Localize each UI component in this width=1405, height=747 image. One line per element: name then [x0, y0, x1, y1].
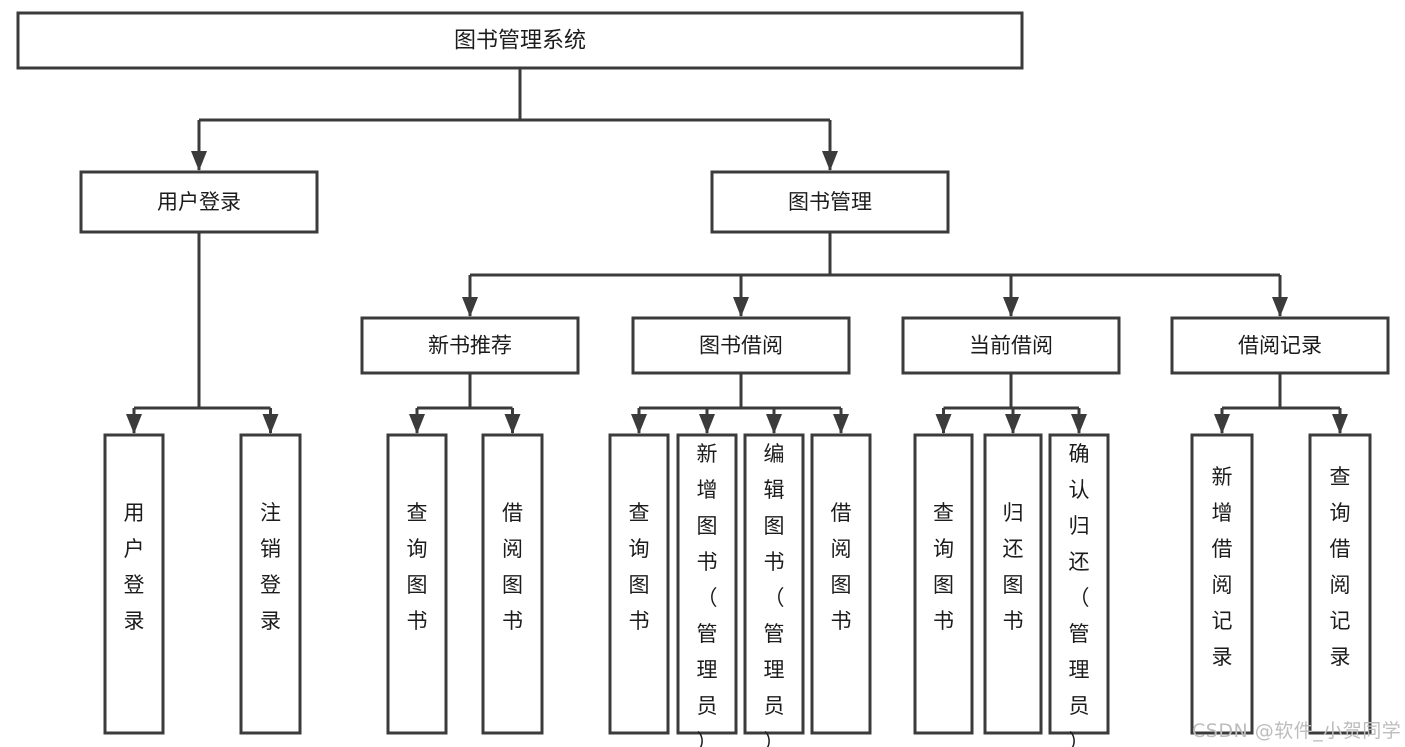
level2-node-2[interactable]: 图书管理 [710, 170, 950, 234]
leaf-node[interactable]: 编辑图书（管理员） [743, 433, 805, 747]
level3-node-2[interactable]: 图书借阅 [631, 316, 851, 375]
leaf-label: 用户登录 [124, 501, 145, 633]
leaf-label: 新增图书（管理员） [697, 442, 718, 747]
arrow-head [766, 414, 782, 434]
leaf-node[interactable]: 确认归还（管理员） [1048, 433, 1110, 747]
arrow-head [935, 414, 952, 434]
leaf-label: 编辑图书（管理员） [764, 442, 785, 747]
node-label: 图书借阅 [699, 334, 783, 358]
node-label: 新书推荐 [428, 334, 512, 358]
arrow-head [822, 151, 838, 171]
leaf-node[interactable]: 借阅图书 [481, 433, 544, 735]
leaf-label: 新增借阅记录 [1212, 465, 1233, 669]
leaf-label: 查询图书 [407, 501, 428, 633]
leaf-node[interactable]: 查询图书 [608, 433, 670, 735]
leaf-node[interactable]: 查询图书 [913, 433, 974, 735]
leaf-node[interactable]: 借阅图书 [810, 433, 872, 735]
leaf-label: 归还图书 [1003, 501, 1024, 633]
leaf-label: 查询图书 [933, 501, 954, 633]
root-node-book-management-system[interactable]: 图书管理系统 [16, 11, 1024, 70]
node-label: 借阅记录 [1238, 334, 1322, 358]
arrow-head [1332, 414, 1348, 434]
level3-node-3[interactable]: 当前借阅 [901, 316, 1121, 375]
node-label: 当前借阅 [969, 334, 1053, 358]
arrow-head [504, 414, 521, 434]
leaf-label: 确认归还（管理员） [1069, 442, 1090, 747]
arrow-head [631, 414, 647, 434]
leaf-node[interactable]: 归还图书 [983, 433, 1043, 735]
arrow-head [1003, 297, 1019, 317]
leaf-label: 借阅图书 [831, 501, 852, 633]
leaf-node[interactable]: 新增图书（管理员） [676, 433, 738, 747]
arrow-head [262, 414, 279, 434]
level3-node-1[interactable]: 新书推荐 [360, 316, 580, 375]
leaf-label: 查询图书 [629, 501, 650, 633]
boxes-layer: 图书管理系统用户登录图书管理新书推荐图书借阅当前借阅借阅记录用户登录注销登录查询… [16, 11, 1390, 747]
leaf-label: 查询借阅记录 [1330, 465, 1351, 669]
arrow-head [699, 414, 715, 434]
arrow-head [462, 297, 478, 317]
leaf-node[interactable]: 新增借阅记录 [1190, 433, 1254, 735]
leaf-node[interactable]: 查询借阅记录 [1308, 433, 1372, 735]
leaf-label: 注销登录 [260, 501, 281, 633]
arrow-head [1214, 414, 1230, 434]
arrow-head [409, 414, 425, 434]
level3-node-4[interactable]: 借阅记录 [1170, 316, 1390, 375]
node-label: 图书管理系统 [454, 29, 586, 54]
arrow-head [833, 414, 849, 434]
leaf-node[interactable]: 用户登录 [103, 433, 165, 735]
leaf-node[interactable]: 注销登录 [239, 433, 302, 735]
arrow-head [1071, 414, 1087, 434]
arrow-head [733, 297, 749, 317]
arrow-head [191, 151, 207, 171]
arrow-head [1272, 297, 1288, 317]
leaf-label: 借阅图书 [502, 501, 523, 633]
leaf-node[interactable]: 查询图书 [386, 433, 448, 735]
connectors-layer [126, 68, 1348, 434]
node-label: 用户登录 [157, 190, 241, 214]
level2-node-1[interactable]: 用户登录 [79, 170, 319, 234]
arrow-head [126, 414, 142, 434]
node-label: 图书管理 [788, 190, 872, 214]
arrow-head [1005, 414, 1021, 434]
